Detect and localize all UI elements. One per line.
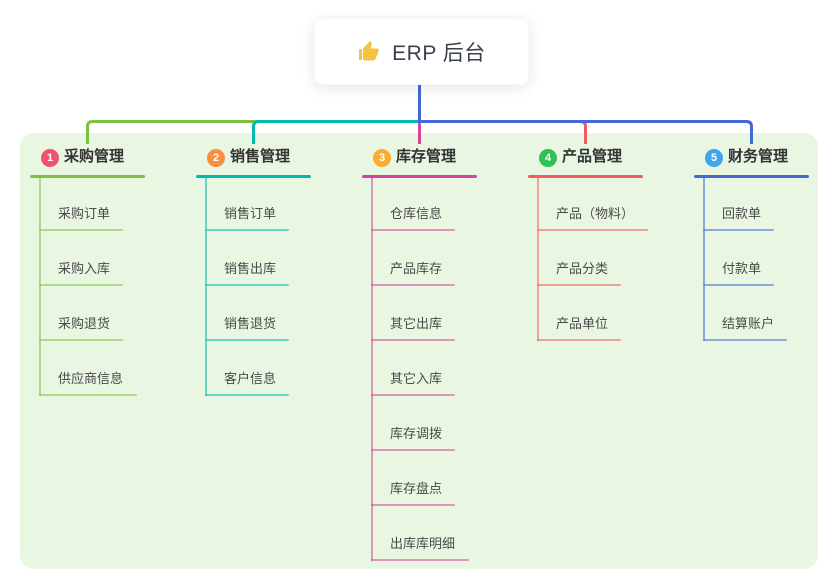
- branch-underline: [528, 175, 643, 178]
- child-node[interactable]: 采购退货: [58, 316, 111, 331]
- child-node[interactable]: 产品分类: [556, 261, 609, 276]
- child-underline: [371, 449, 455, 451]
- child-node[interactable]: 客户信息: [224, 371, 277, 386]
- child-node[interactable]: 销售退货: [224, 316, 277, 331]
- child-node[interactable]: 销售出库: [224, 261, 277, 276]
- child-underline: [703, 284, 774, 286]
- child-underline: [39, 284, 123, 286]
- branch-number-badge: 2: [207, 149, 225, 167]
- branch-title[interactable]: 产品管理: [562, 148, 623, 165]
- root-title: ERP 后台: [392, 41, 486, 65]
- child-node[interactable]: 库存盘点: [390, 481, 443, 496]
- child-underline: [205, 394, 289, 396]
- child-node[interactable]: 结算账户: [722, 316, 775, 331]
- child-node[interactable]: 销售订单: [224, 206, 277, 221]
- branch-underline: [30, 175, 145, 178]
- child-node[interactable]: 回款单: [722, 206, 762, 221]
- child-underline: [371, 284, 455, 286]
- child-underline: [371, 339, 455, 341]
- child-underline: [537, 229, 648, 231]
- thumbs-up-icon: [359, 40, 380, 60]
- branch-child-connector: [371, 177, 373, 561]
- child-node[interactable]: 仓库信息: [390, 206, 443, 221]
- branch-child-connector: [537, 177, 539, 341]
- child-underline: [39, 394, 137, 396]
- branch-underline: [196, 175, 311, 178]
- child-node[interactable]: 出库库明细: [390, 536, 456, 551]
- child-node[interactable]: 其它入库: [390, 371, 443, 386]
- child-underline: [371, 229, 455, 231]
- child-node[interactable]: 采购入库: [58, 261, 111, 276]
- child-underline: [703, 339, 787, 341]
- child-underline: [537, 284, 621, 286]
- branch-underline: [694, 175, 809, 178]
- child-node[interactable]: 产品单位: [556, 316, 609, 331]
- branch-title[interactable]: 销售管理: [230, 148, 291, 165]
- child-node[interactable]: 采购订单: [58, 206, 111, 221]
- child-underline: [703, 229, 774, 231]
- child-node[interactable]: 供应商信息: [58, 371, 124, 386]
- child-underline: [39, 229, 123, 231]
- branch-number-badge: 1: [41, 149, 59, 167]
- branch-title[interactable]: 库存管理: [396, 148, 457, 165]
- branch-number-badge: 3: [373, 149, 391, 167]
- branch-underline: [362, 175, 477, 178]
- branch-child-connector: [703, 177, 705, 341]
- root-node[interactable]: ERP 后台: [314, 18, 529, 85]
- child-node[interactable]: 库存调拨: [390, 426, 443, 441]
- child-node[interactable]: 产品库存: [390, 261, 443, 276]
- branch-child-connector: [39, 177, 41, 396]
- child-node[interactable]: 产品（物料）: [556, 206, 635, 221]
- child-underline: [39, 339, 123, 341]
- child-underline: [205, 229, 289, 231]
- branch-child-connector: [205, 177, 207, 396]
- branch-title[interactable]: 采购管理: [64, 148, 125, 165]
- child-underline: [205, 284, 289, 286]
- child-underline: [537, 339, 621, 341]
- branch-title[interactable]: 财务管理: [728, 148, 789, 165]
- child-underline: [205, 339, 289, 341]
- child-node[interactable]: 其它出库: [390, 316, 443, 331]
- child-underline: [371, 394, 455, 396]
- child-underline: [371, 504, 455, 506]
- child-node[interactable]: 付款单: [722, 261, 762, 276]
- branches-panel: [20, 133, 818, 569]
- child-underline: [371, 559, 469, 561]
- branch-number-badge: 5: [705, 149, 723, 167]
- branch-number-badge: 4: [539, 149, 557, 167]
